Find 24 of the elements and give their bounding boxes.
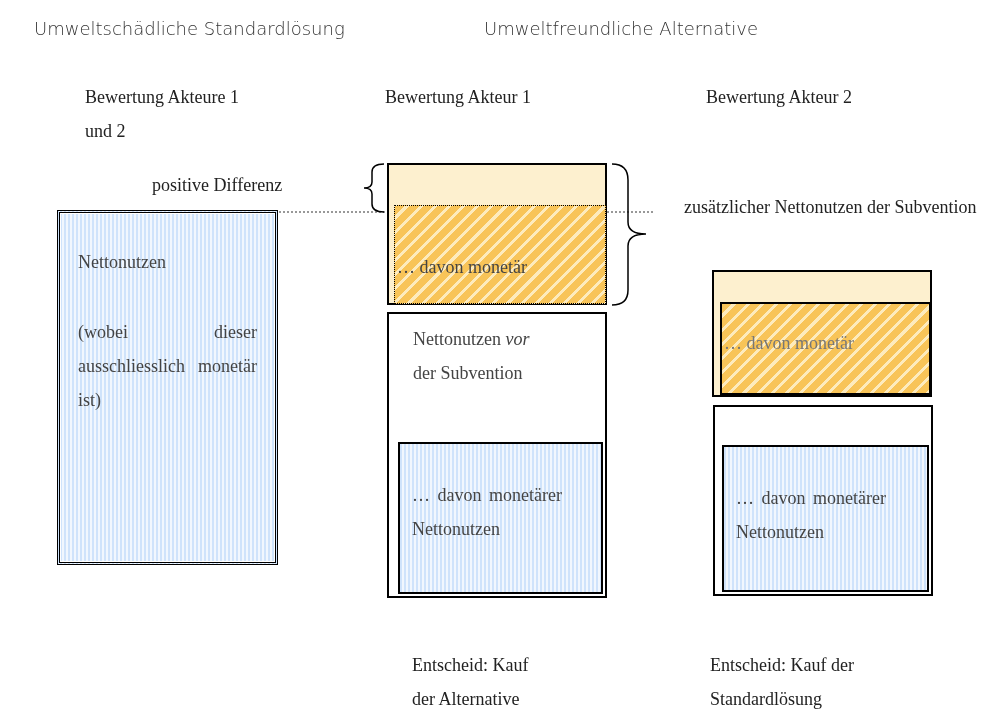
decision-note: Entscheid: Kauf der Alternative [412,654,530,711]
monetary-share-box [720,302,931,395]
net-benefit-box [387,312,607,598]
box-text: … davon monetärer Nettonutzen [736,487,886,544]
monetary-share-box [394,205,606,304]
net-benefit-box [57,210,278,565]
box-text: … davon monetär [396,256,528,279]
monetary-benefit-box [722,445,929,592]
net-benefit-box [713,405,933,596]
brace-label: zusätzlicher Nettonutzen der Subvention [684,196,978,219]
box-text: Nettonutzen vor der Subvention [413,328,531,385]
rating-heading: Bewertung Akteur 2 [706,86,853,109]
box-text: … davon monetärer Nettonutzen [412,484,562,541]
rating-heading: Bewertung Akteur 1 [385,86,532,109]
monetary-benefit-box [398,442,603,594]
benefit-box [387,163,607,305]
box-text: Nettonutzen [77,251,167,274]
benefit-box [712,270,932,397]
column-heading: Umweltfreundliche Alternative [484,17,760,41]
decision-note: Entscheid: Kauf der Standardlösung [710,654,855,711]
rating-heading: Bewertung Akteure 1 und 2 [85,86,240,143]
box-note: (wobei dieser ausschliesslich monetär ist) [77,321,258,412]
column-heading: Umweltschädliche Standardlösung [34,17,346,41]
brace-label: positive Differenz [152,174,284,197]
